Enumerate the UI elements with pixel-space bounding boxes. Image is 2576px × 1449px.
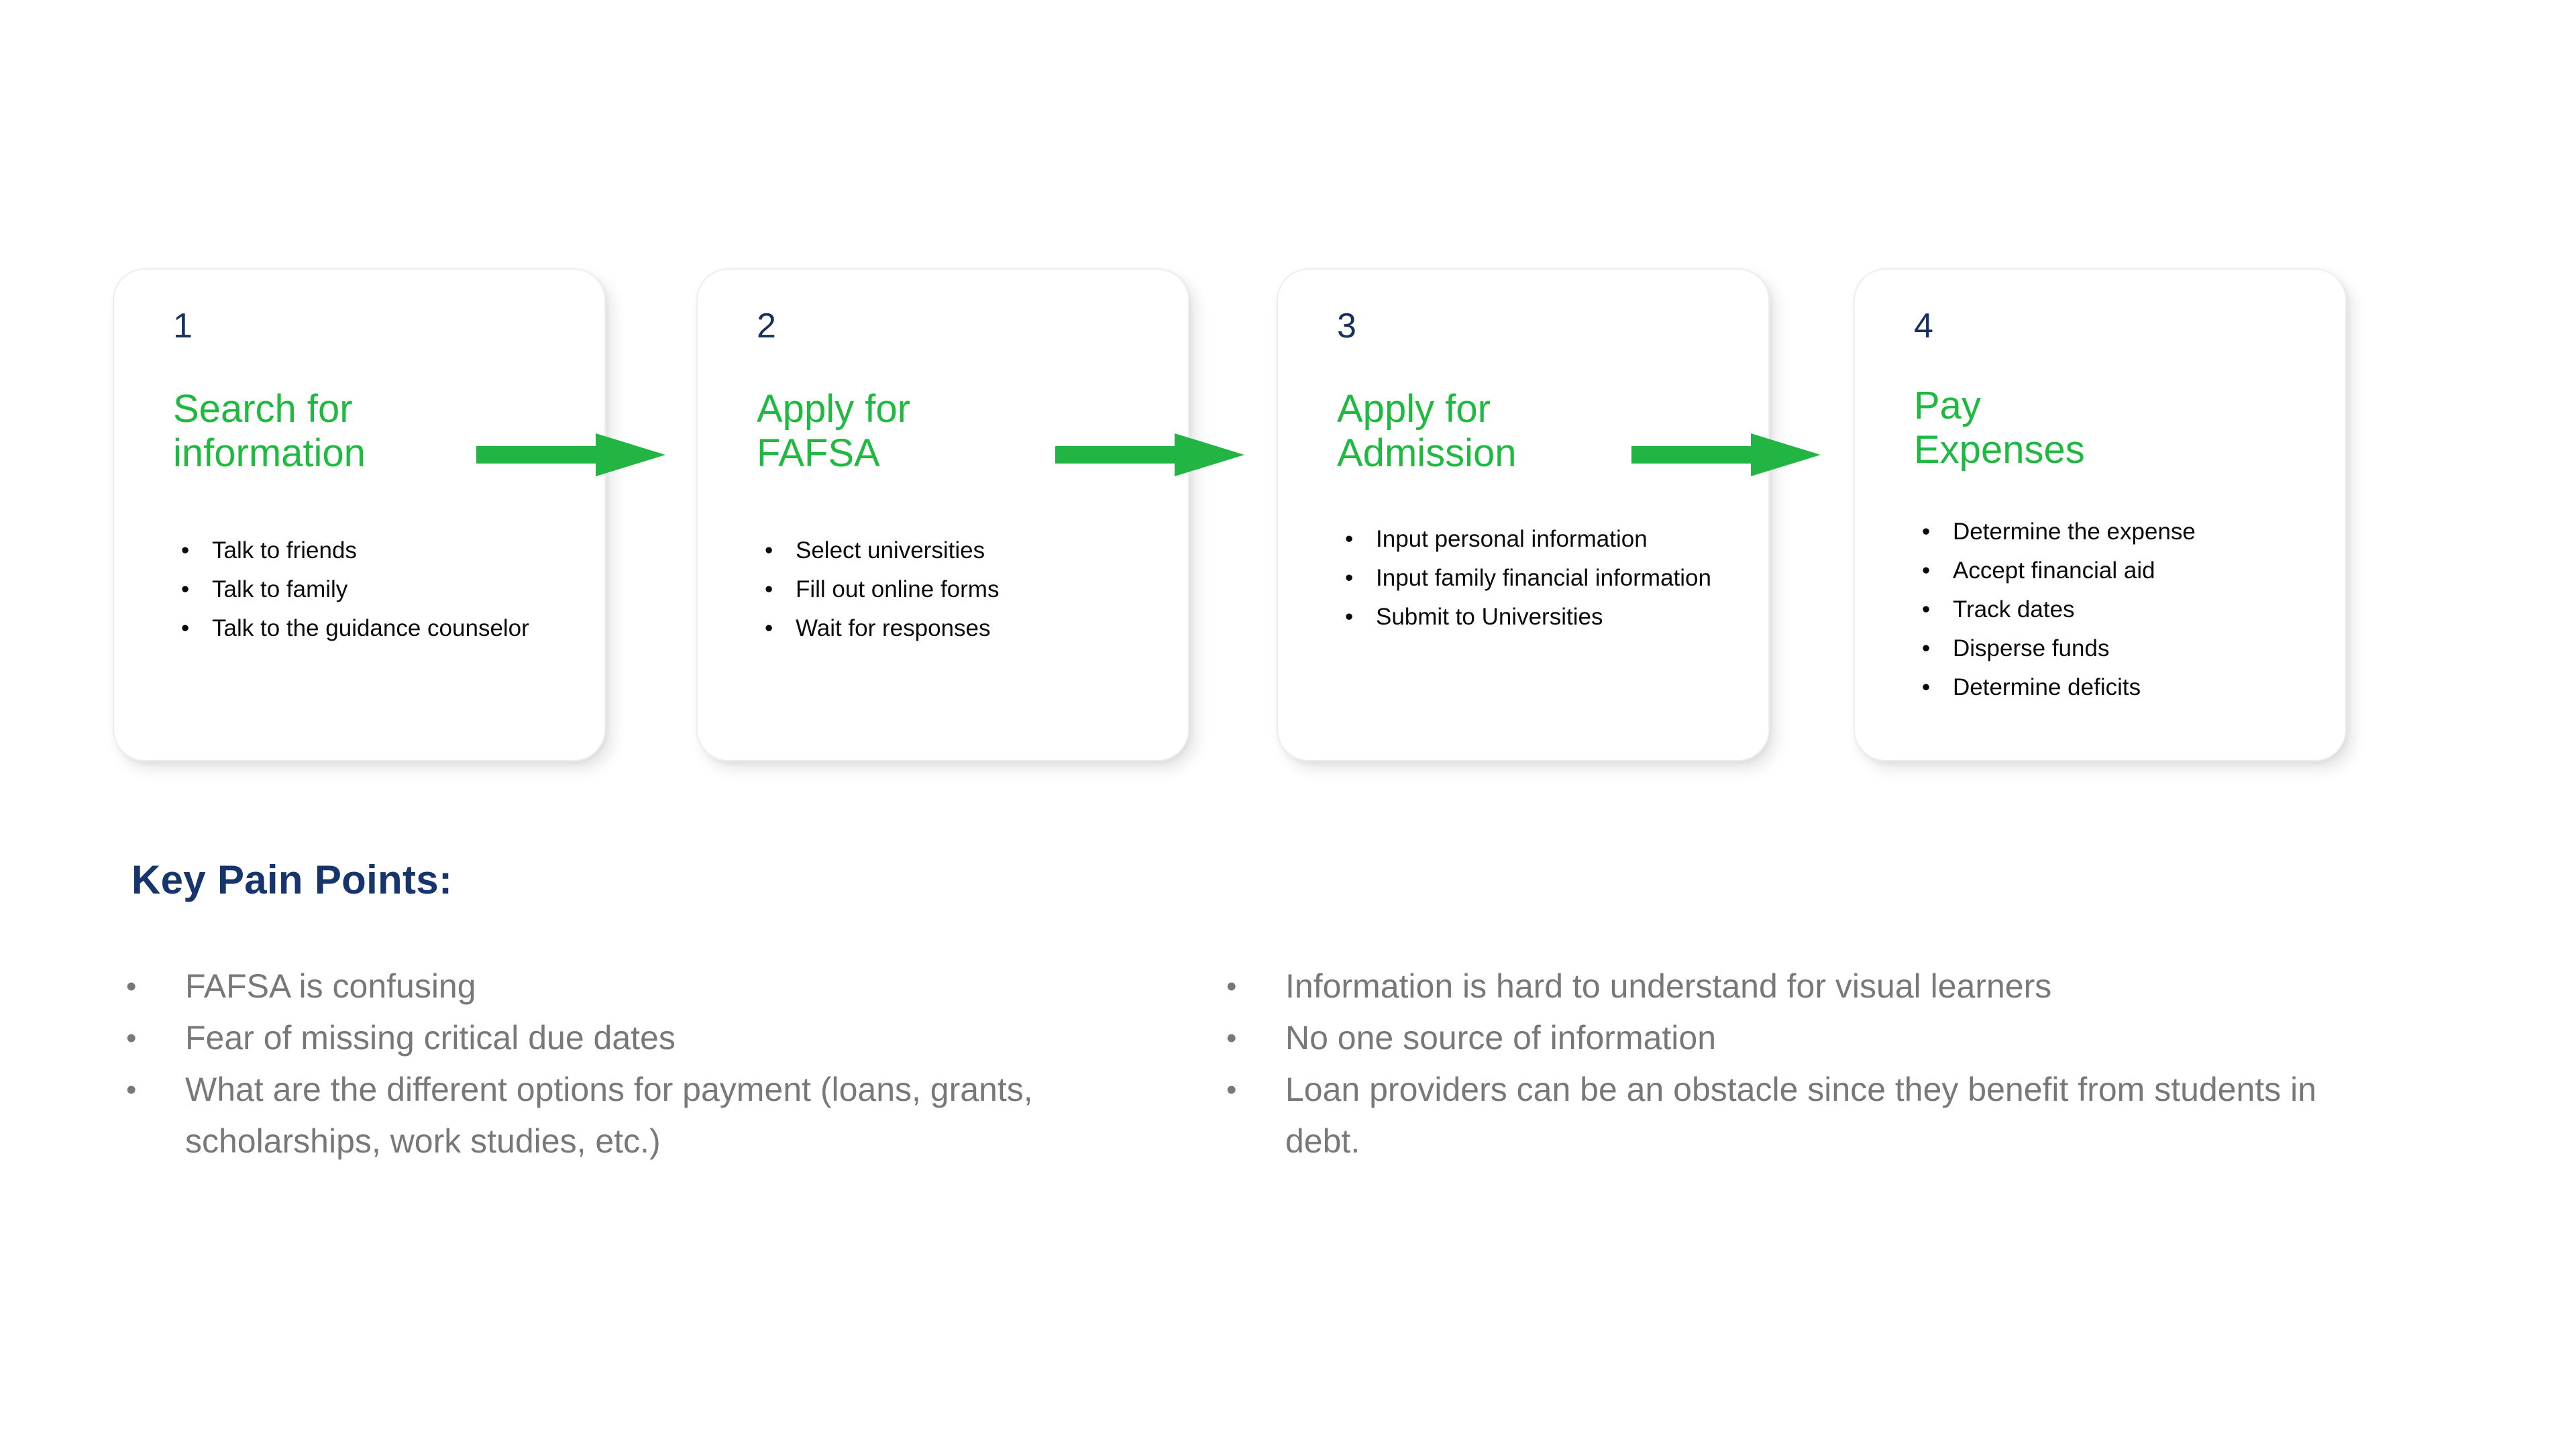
list-item: Talk to friends (168, 531, 584, 570)
list-item: Information is hard to understand for vi… (1214, 961, 2355, 1012)
step-list-4: Determine the expense Accept financial a… (1909, 513, 2324, 707)
arrow-right-icon (476, 433, 665, 476)
list-item: Loan providers can be an obstacle since … (1214, 1064, 2355, 1167)
list-item: Fear of missing critical due dates (114, 1012, 1134, 1064)
pain-points-right-column: Information is hard to understand for vi… (1214, 961, 2355, 1167)
list-item: Input personal information (1332, 520, 1748, 559)
step-card-1[interactable]: 1 Search for information Talk to friends… (113, 268, 606, 761)
step-list-3: Input personal information Input family … (1332, 520, 1748, 637)
list-item: No one source of information (1214, 1012, 2355, 1064)
list-item: Wait for responses (751, 609, 1167, 648)
step-card-2[interactable]: 2 Apply for FAFSA Select universities Fi… (696, 268, 1189, 761)
list-item: Submit to Universities (1332, 598, 1748, 637)
list-item: Select universities (751, 531, 1167, 570)
step-number-2: 2 (757, 307, 777, 345)
arrow-right-icon (1631, 433, 1821, 476)
list-item: Track dates (1909, 590, 2324, 629)
step-card-3[interactable]: 3 Apply for Admission Input personal inf… (1277, 268, 1770, 761)
list-item: FAFSA is confusing (114, 961, 1134, 1012)
step-title-3: Apply for Admission (1337, 387, 1517, 475)
arrow-right-icon (1055, 433, 1244, 476)
step-number-1: 1 (173, 307, 193, 345)
list-item: Fill out online forms (751, 570, 1167, 609)
list-item: Talk to the guidance counselor (168, 609, 584, 648)
pain-points-left-column: FAFSA is confusing Fear of missing criti… (114, 961, 1134, 1167)
step-list-2: Select universities Fill out online form… (751, 531, 1167, 648)
pain-points-heading: Key Pain Points: (131, 857, 453, 902)
list-item: Accept financial aid (1909, 551, 2324, 590)
process-flow-row: 1 Search for information Talk to friends… (0, 0, 2576, 818)
list-item: Determine deficits (1909, 668, 2324, 707)
step-card-4[interactable]: 4 Pay Expenses Determine the expense Acc… (1854, 268, 2347, 761)
step-number-4: 4 (1914, 307, 1934, 345)
step-title-1: Search for information (173, 387, 366, 475)
list-item: Determine the expense (1909, 513, 2324, 551)
step-title-4: Pay Expenses (1914, 384, 2085, 472)
step-number-3: 3 (1337, 307, 1357, 345)
list-item: What are the different options for payme… (114, 1064, 1134, 1167)
list-item: Talk to family (168, 570, 584, 609)
list-item: Input family financial information (1332, 559, 1748, 598)
step-list-1: Talk to friends Talk to family Talk to t… (168, 531, 584, 648)
list-item: Disperse funds (1909, 629, 2324, 668)
step-title-2: Apply for FAFSA (757, 387, 910, 475)
